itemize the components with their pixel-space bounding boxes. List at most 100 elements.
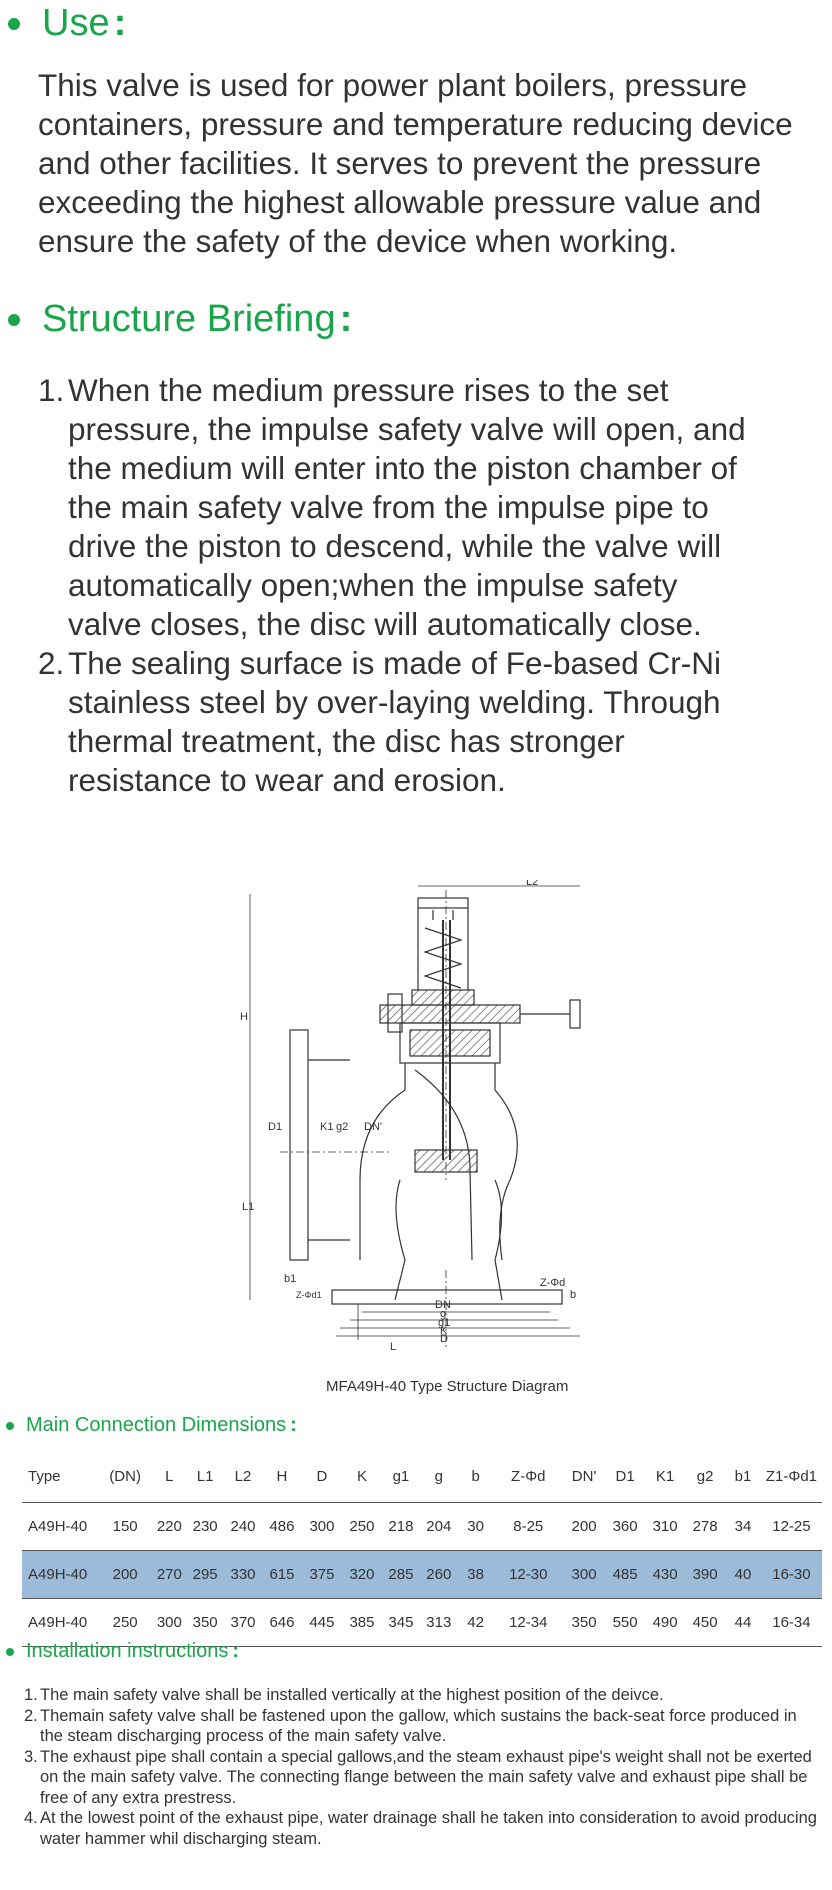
table-cell: 390 [685, 1550, 726, 1599]
table-header-cell: g [419, 1450, 458, 1503]
list-text: Themain safety valve shall be fastened u… [40, 1706, 797, 1746]
table-header-cell: L2 [224, 1450, 262, 1503]
table-cell: 250 [341, 1502, 382, 1551]
table-cell: 230 [186, 1502, 225, 1551]
list-item: 4. At the lowest point of the exhaust pi… [24, 1808, 824, 1849]
dim-label-k1: K1 [320, 1121, 333, 1133]
list-text: The main safety valve shall be installed… [40, 1686, 664, 1704]
list-text: At the lowest point of the exhaust pipe,… [40, 1809, 817, 1848]
table-cell: 278 [685, 1502, 726, 1551]
list-text: The exhaust pipe shall contain a special… [40, 1747, 812, 1807]
body-right-outline [494, 1063, 518, 1261]
table-cell: 34 [725, 1502, 761, 1551]
outlet-flange [331, 1289, 563, 1305]
dimensions-title: Main Connection Dimensions [26, 1414, 287, 1436]
list-number: 4. [24, 1809, 38, 1827]
table-cell: A49H-40 [22, 1598, 98, 1647]
table-cell: 300 [301, 1502, 342, 1551]
installation-list: 1. The main safety valve shall be instal… [24, 1685, 824, 1849]
table-cell: 218 [381, 1502, 420, 1551]
table-cell: 40 [725, 1550, 761, 1599]
list-number: 3. [24, 1747, 38, 1766]
list-item: 1. The main safety valve shall be instal… [24, 1685, 824, 1706]
dim-label-dn: DN [435, 1299, 451, 1311]
table-cell: 12-25 [760, 1502, 822, 1551]
table-cell: 300 [563, 1550, 606, 1599]
dim-label-z-d: Z-Φd [540, 1277, 565, 1289]
table-header-cell: b1 [725, 1450, 761, 1503]
table-header-cell: Z1-Φd1 [760, 1450, 822, 1503]
dim-label-b1: b1 [284, 1273, 296, 1285]
table-cell: 375 [301, 1550, 342, 1599]
table-cell: 200 [97, 1550, 153, 1599]
table-cell: 430 [645, 1550, 686, 1599]
table-cell: 360 [605, 1502, 646, 1551]
body-left-outline [359, 1063, 406, 1260]
table-cell: 30 [457, 1502, 494, 1551]
table-header-cell: Z-Φd [493, 1450, 563, 1503]
table-cell: 370 [224, 1598, 262, 1647]
table-cell: 150 [97, 1502, 153, 1551]
table-cell: 330 [224, 1550, 262, 1599]
list-number: 1. [24, 1686, 38, 1704]
diagram-caption: MFA49H-40 Type Structure Diagram [326, 1378, 569, 1395]
structure-title: Structure Briefing [42, 298, 336, 340]
list-text: When the medium pressure rises to the se… [68, 372, 746, 642]
bullet-icon [8, 17, 20, 30]
list-item: 1. When the medium pressure rises to the… [38, 371, 754, 644]
table-cell: 12-34 [493, 1598, 563, 1647]
dim-lines-bottom [336, 1304, 580, 1340]
table-header-cell: g2 [685, 1450, 726, 1503]
table-cell: 44 [725, 1598, 761, 1647]
structure-list: 1. When the medium pressure rises to the… [38, 371, 754, 800]
dimensions-colon: : [290, 1414, 297, 1436]
table-cell: 310 [645, 1502, 686, 1551]
dimensions-table: Type (DN) L L1 L2 H D K g1 g b Z-Φd DN' … [22, 1450, 822, 1647]
installation-heading: Installation instructions : [6, 1640, 239, 1663]
use-heading: Use : [8, 2, 126, 45]
table-row-highlighted: A49H-40 200 270 295 330 615 375 320 285 … [22, 1550, 822, 1599]
table-cell: 8-25 [493, 1502, 563, 1551]
dim-label-g2: g2 [336, 1121, 348, 1133]
table-cell: 270 [152, 1550, 187, 1599]
dim-label-l: L [390, 1341, 396, 1350]
dim-label-h: H [240, 1011, 248, 1023]
table-cell: 345 [381, 1598, 420, 1647]
dim-label-g: g [440, 1308, 446, 1320]
table-cell: 295 [186, 1550, 225, 1599]
list-number: 2. [24, 1706, 38, 1725]
table-header-cell: H [261, 1450, 302, 1503]
table-cell: 285 [381, 1550, 420, 1599]
table-header-cell: DN' [563, 1450, 606, 1503]
table-cell: 250 [97, 1598, 153, 1647]
table-cell: 350 [186, 1598, 225, 1647]
table-cell: 260 [419, 1550, 458, 1599]
table-cell: 38 [457, 1550, 494, 1599]
table-header-cell: b [457, 1450, 494, 1503]
table-cell: 313 [419, 1598, 458, 1647]
dim-label-d: D [440, 1333, 448, 1345]
table-cell: 200 [563, 1502, 606, 1551]
table-cell: 320 [341, 1550, 382, 1599]
table-cell: 16-30 [760, 1550, 822, 1599]
actuator-stem-guide [432, 910, 454, 920]
table-cell: 385 [341, 1598, 382, 1647]
dim-label-k: K [440, 1325, 448, 1337]
table-cell: 300 [152, 1598, 187, 1647]
dim-label-z1-d1: Z-Φd1 [296, 1290, 322, 1300]
dim-label-dn-prime: DN' [364, 1121, 382, 1133]
table-cell: 485 [605, 1550, 646, 1599]
table-header-cell: (DN) [97, 1450, 153, 1503]
bullet-icon [6, 1421, 14, 1430]
table-cell: 204 [419, 1502, 458, 1551]
dim-label-b: b [570, 1289, 576, 1301]
bullet-icon [6, 1647, 14, 1656]
table-header-cell: D1 [605, 1450, 646, 1503]
table-cell: A49H-40 [22, 1550, 98, 1599]
impulse-flange [569, 999, 581, 1029]
table-cell: 450 [685, 1598, 726, 1647]
table-cell: 16-34 [760, 1598, 822, 1647]
table-row: A49H-40 250 300 350 370 646 445 385 345 … [22, 1598, 822, 1647]
table-cell: 350 [563, 1598, 606, 1647]
list-number: 1. [38, 372, 65, 408]
